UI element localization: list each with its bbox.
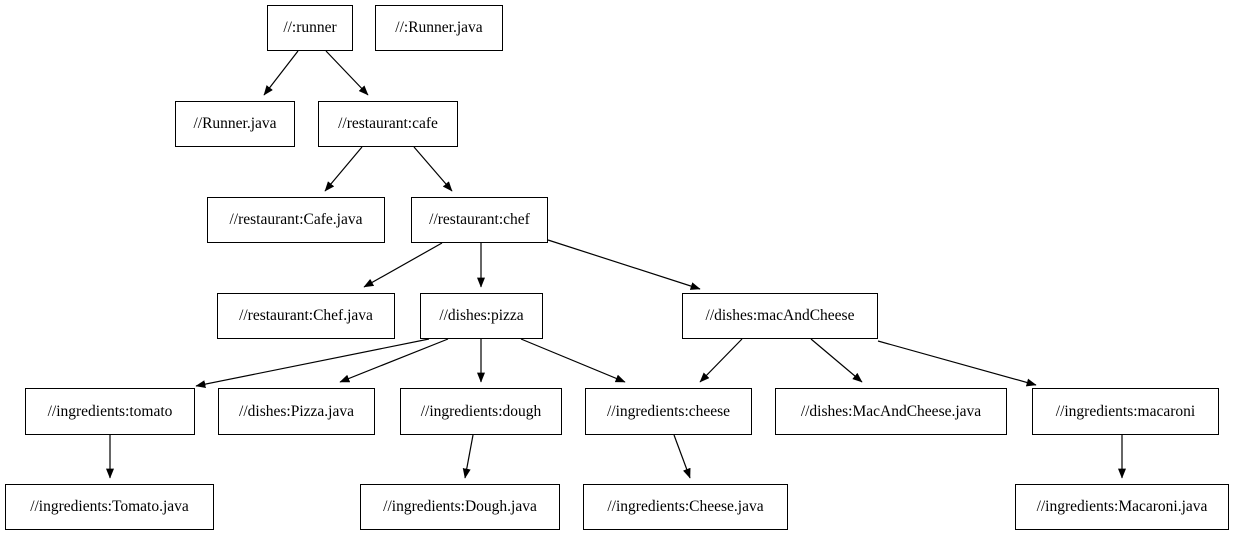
graph-node-label: //dishes:MacAndCheese.java xyxy=(800,402,982,420)
graph-edge xyxy=(263,50,299,96)
graph-node-ing_macaroni[interactable]: //ingredients:macaroni xyxy=(1032,388,1219,435)
graph-node-ing_cheese[interactable]: //ingredients:cheese xyxy=(585,388,752,435)
graph-edge xyxy=(339,338,449,383)
graph-node-macaroni_java[interactable]: //ingredients:Macaroni.java xyxy=(1015,484,1229,530)
graph-node-label: //ingredients:tomato xyxy=(47,402,173,420)
graph-node-label: //restaurant:cafe xyxy=(338,115,438,133)
graph-node-restaurant_chef[interactable]: //restaurant:chef xyxy=(411,197,548,243)
graph-node-cheese_java[interactable]: //ingredients:Cheese.java xyxy=(583,484,788,530)
graph-edge xyxy=(462,434,474,479)
graph-edge xyxy=(699,338,743,383)
graph-node-label: //:Runner.java xyxy=(395,19,483,37)
graph-node-dishes_mac[interactable]: //dishes:macAndCheese xyxy=(682,293,878,339)
graph-node-label: //ingredients:Tomato.java xyxy=(30,498,189,516)
graph-node-label: //ingredients:Dough.java xyxy=(383,498,537,516)
graph-edge xyxy=(877,340,1037,387)
graph-node-label: //:runner xyxy=(283,19,337,37)
graph-edge xyxy=(324,146,363,192)
graph-node-label: //ingredients:cheese xyxy=(606,402,731,420)
graph-node-chef_java[interactable]: //restaurant:Chef.java xyxy=(217,293,395,339)
graph-node-ing_dough[interactable]: //ingredients:dough xyxy=(400,388,562,435)
graph-node-dough_java[interactable]: //ingredients:Dough.java xyxy=(360,484,560,530)
graph-node-label: //ingredients:Cheese.java xyxy=(607,498,764,516)
graph-node-pizza_java[interactable]: //dishes:Pizza.java xyxy=(218,388,375,435)
graph-edge xyxy=(547,239,701,290)
graph-node-label: //restaurant:Chef.java xyxy=(239,307,373,325)
graph-node-restaurant_cafe[interactable]: //restaurant:cafe xyxy=(318,101,458,147)
graph-node-runner[interactable]: //:runner xyxy=(267,5,353,51)
graph-node-dishes_pizza[interactable]: //dishes:pizza xyxy=(420,293,543,339)
graph-node-label: //ingredients:dough xyxy=(420,402,542,420)
graph-node-label: //dishes:Pizza.java xyxy=(239,402,354,420)
graph-node-label: //ingredients:Macaroni.java xyxy=(1036,498,1208,516)
graph-node-label: //restaurant:chef xyxy=(429,211,530,229)
graph-node-label: //Runner.java xyxy=(193,115,277,133)
graph-node-label: //ingredients:macaroni xyxy=(1055,402,1196,420)
graph-node-runner_java[interactable]: //Runner.java xyxy=(175,101,295,147)
graph-edge xyxy=(520,338,626,383)
graph-node-runner_java_root[interactable]: //:Runner.java xyxy=(375,5,503,51)
graph-edge xyxy=(673,434,691,479)
graph-node-label: //dishes:pizza xyxy=(439,307,524,325)
graph-edge xyxy=(413,146,453,192)
graph-node-ing_tomato[interactable]: //ingredients:tomato xyxy=(25,388,195,435)
graph-node-tomato_java[interactable]: //ingredients:Tomato.java xyxy=(5,484,214,530)
graph-node-mac_java[interactable]: //dishes:MacAndCheese.java xyxy=(775,388,1007,435)
graph-edge xyxy=(363,242,443,288)
graph-node-cafe_java[interactable]: //restaurant:Cafe.java xyxy=(207,197,385,243)
graph-node-label: //restaurant:Cafe.java xyxy=(229,211,363,229)
graph-edge xyxy=(195,338,430,389)
graph-edge xyxy=(810,338,863,383)
graph-edge xyxy=(325,50,369,96)
graph-node-label: //dishes:macAndCheese xyxy=(705,307,855,325)
